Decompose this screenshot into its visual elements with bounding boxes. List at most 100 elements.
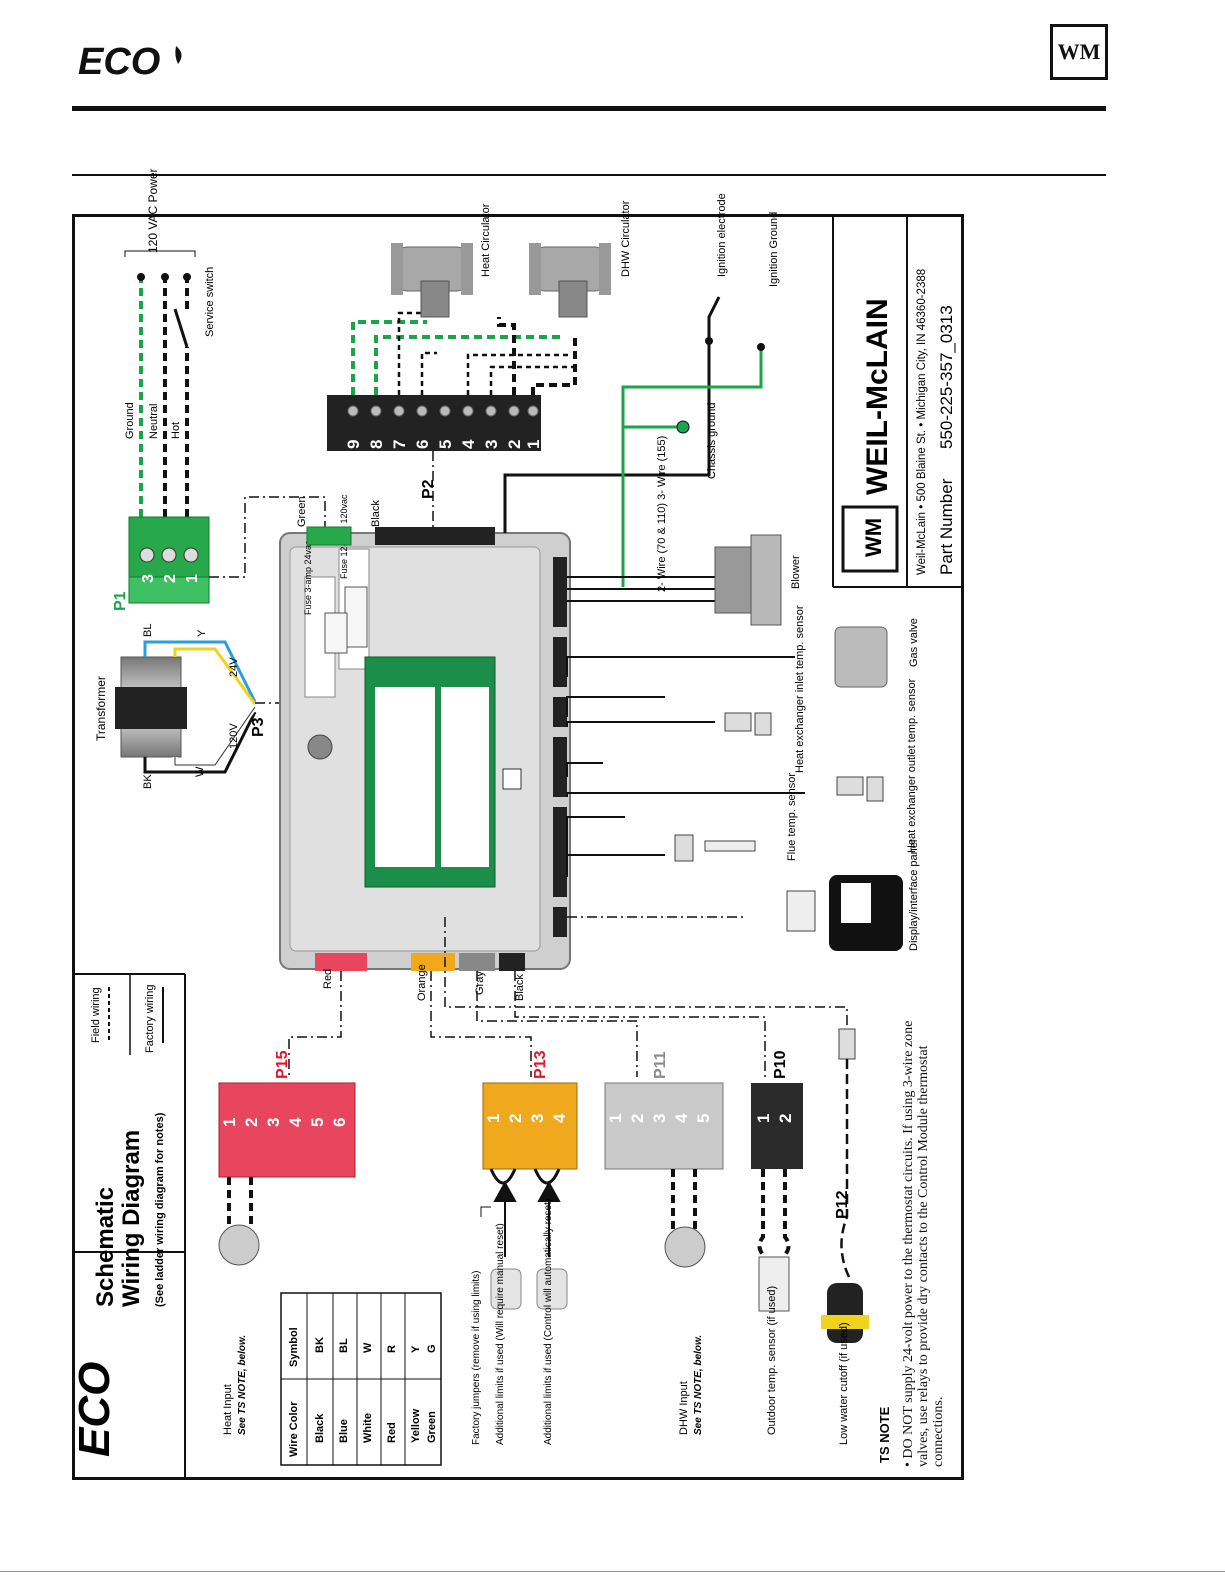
p13-pin-3: 3 bbox=[528, 1114, 547, 1123]
p10-section: P10 1 2 Outdoor temp. sensor (if used) bbox=[514, 971, 803, 1435]
wire-table-row-green-symbol: G bbox=[426, 1344, 438, 1353]
p1-pin-1: 1 bbox=[184, 574, 201, 583]
red-header-label: Red bbox=[322, 969, 334, 989]
legend-field-wiring: Field wiring bbox=[90, 987, 102, 1043]
wire-table-row-white-color: White bbox=[362, 1413, 374, 1443]
transformer-bl-wire bbox=[143, 640, 257, 703]
p2-pin-5: 5 bbox=[436, 440, 455, 449]
hx-inlet-sensor: Heat exchanger inlet temp. sensor bbox=[566, 605, 806, 773]
gray-header-label: Gray bbox=[474, 971, 486, 995]
p2-pin-8: 8 bbox=[367, 440, 386, 449]
wire-table-row-yellow-color: Yellow bbox=[410, 1408, 422, 1443]
heat-input-ts-note: See TS NOTE, below. bbox=[237, 1335, 248, 1435]
corner-logo-text: WM bbox=[1057, 39, 1101, 64]
p12-section: P12 Low water cutoff (if used) bbox=[444, 917, 869, 1445]
p2-terminal-strip: 9 8 7 6 5 4 3 2 1 P2 Heat Circulator bbox=[327, 200, 632, 527]
p10-header bbox=[499, 953, 525, 971]
wm-logo-icon: WM bbox=[861, 518, 886, 557]
p15-pin-6: 6 bbox=[330, 1118, 349, 1127]
transformer-y-wire bbox=[173, 647, 257, 705]
y-label: Y bbox=[196, 629, 208, 637]
title-block: ECO Schematic Wiring Diagram (See ladder… bbox=[70, 973, 186, 1477]
p15-connector bbox=[218, 1082, 356, 1178]
transformer-bk-wire bbox=[143, 711, 257, 774]
120v-label: 120V bbox=[228, 723, 240, 749]
wire-table-row-green-color: Green bbox=[426, 1411, 438, 1443]
wire-table-row-black-color: Black bbox=[314, 1413, 326, 1443]
hx-inlet-label: Heat exchanger inlet temp. sensor bbox=[794, 605, 806, 773]
wire-table-row-blue-symbol: BL bbox=[338, 1338, 350, 1353]
p10-pin-2: 2 bbox=[776, 1114, 795, 1123]
header-rule bbox=[72, 106, 1106, 111]
p2-pin-3: 3 bbox=[482, 440, 501, 449]
weil-mclain-logo-text: WEIL-McLAIN bbox=[861, 298, 894, 495]
bk-label: BK bbox=[142, 774, 154, 789]
p15-pin-2: 2 bbox=[242, 1118, 261, 1127]
flame-icon bbox=[175, 46, 182, 64]
blower: 2- Wire (70 & 110) 3- Wire (155) Blower bbox=[567, 436, 802, 626]
p2-pin-2: 2 bbox=[505, 440, 524, 449]
p1-connector bbox=[128, 516, 210, 578]
fuse-3amp bbox=[324, 612, 348, 654]
header-rule-secondary bbox=[72, 174, 1106, 176]
p10-pin-1: 1 bbox=[754, 1114, 773, 1123]
heat-input-thermostat bbox=[218, 1224, 260, 1266]
outdoor-sensor bbox=[758, 1256, 790, 1312]
power-section: 120 VAC Power Service switch Ground Neut… bbox=[112, 169, 326, 611]
gas-valve: Gas valve bbox=[566, 618, 920, 688]
footer-rule bbox=[0, 1571, 1225, 1572]
ground-label: Ground bbox=[124, 402, 136, 439]
power-label: 120 VAC Power bbox=[146, 169, 160, 254]
p2-pin-4: 4 bbox=[459, 439, 478, 449]
hx-outlet-sensor: Heat exchanger outlet temp. sensor bbox=[566, 678, 918, 853]
ignition-section: Ignition electrode Ignition Ground Chass… bbox=[503, 193, 780, 587]
flue-sensor-label: Flue temp. sensor bbox=[786, 773, 798, 861]
title-eco-logo: ECO bbox=[70, 1362, 119, 1457]
wire-table-row-yellow-symbol: Y bbox=[410, 1345, 422, 1353]
flue-sensor: Flue temp. sensor bbox=[566, 773, 798, 877]
wiring-diagram: ECO Schematic Wiring Diagram (See ladder… bbox=[70, 169, 961, 1477]
ts-note-text: DO NOT supply 24-volt power to the therm… bbox=[901, 1020, 946, 1467]
wire-table-header-symbol: Symbol bbox=[288, 1327, 300, 1367]
wire-color-table: Wire Color Symbol Black BK Blue BL White… bbox=[280, 1292, 442, 1466]
factory-jumper-1 bbox=[489, 1168, 517, 1185]
ignition-electrode-label: Ignition electrode bbox=[716, 193, 728, 277]
ts-note: TS NOTE • DO NOT supply 24-volt power to… bbox=[877, 1020, 946, 1467]
heat-input-label: Heat Input bbox=[222, 1384, 234, 1435]
company-address: Weil-McLain • 500 Blaine St. • Michigan … bbox=[916, 269, 928, 575]
p2-pin-9: 9 bbox=[344, 440, 363, 449]
weil-mclain-corner-logo: WM bbox=[1050, 24, 1108, 80]
p2-header bbox=[375, 527, 495, 545]
eco-brand-logo-text: ECO bbox=[78, 41, 160, 83]
p11-section: P11 1 2 3 4 5 DHW Input See TS NOTE, bel… bbox=[476, 971, 724, 1435]
hot-label: Hot bbox=[170, 422, 182, 439]
diagram-subtitle: (See ladder wiring diagram for notes) bbox=[154, 1112, 166, 1307]
p11-pin-2: 2 bbox=[628, 1114, 647, 1123]
transformer: Transformer BL Y BK W 24V 120V P3 bbox=[94, 624, 375, 789]
wire-table-row-red-symbol: R bbox=[386, 1345, 398, 1353]
lwco-label: Low water cutoff (if used) bbox=[838, 1322, 850, 1445]
p15-pin-1: 1 bbox=[220, 1118, 239, 1127]
gas-valve-label: Gas valve bbox=[908, 618, 920, 667]
p13-pin-4: 4 bbox=[550, 1113, 569, 1123]
limits-manual-label: Additional limits if used (Will require … bbox=[495, 1223, 506, 1445]
black-header-label: Black bbox=[370, 500, 382, 527]
wire-table-row-black-symbol: BK bbox=[314, 1337, 326, 1353]
p15-label: P15 bbox=[274, 1050, 291, 1079]
diagram-title-line1: Schematic bbox=[92, 1187, 119, 1307]
hx-outlet-label: Heat exchanger outlet temp. sensor bbox=[906, 678, 918, 853]
black-bottom-header-label: Black bbox=[514, 974, 526, 1001]
p2-label: P2 bbox=[420, 479, 437, 499]
wire-table-row-blue-color: Blue bbox=[338, 1419, 350, 1443]
p15-pin-4: 4 bbox=[286, 1117, 305, 1127]
p1-label: P1 bbox=[112, 591, 129, 611]
p10-label: P10 bbox=[772, 1050, 789, 1079]
eco-brand-logo: ECO bbox=[76, 40, 206, 84]
wire-table-row-red-color: Red bbox=[386, 1422, 398, 1443]
p13-header bbox=[411, 953, 455, 971]
bl-label: BL bbox=[142, 624, 154, 637]
p11-header bbox=[459, 953, 495, 971]
p15-header bbox=[315, 953, 367, 971]
service-switch-label: Service switch bbox=[204, 267, 216, 337]
p11-pin-3: 3 bbox=[650, 1114, 669, 1123]
